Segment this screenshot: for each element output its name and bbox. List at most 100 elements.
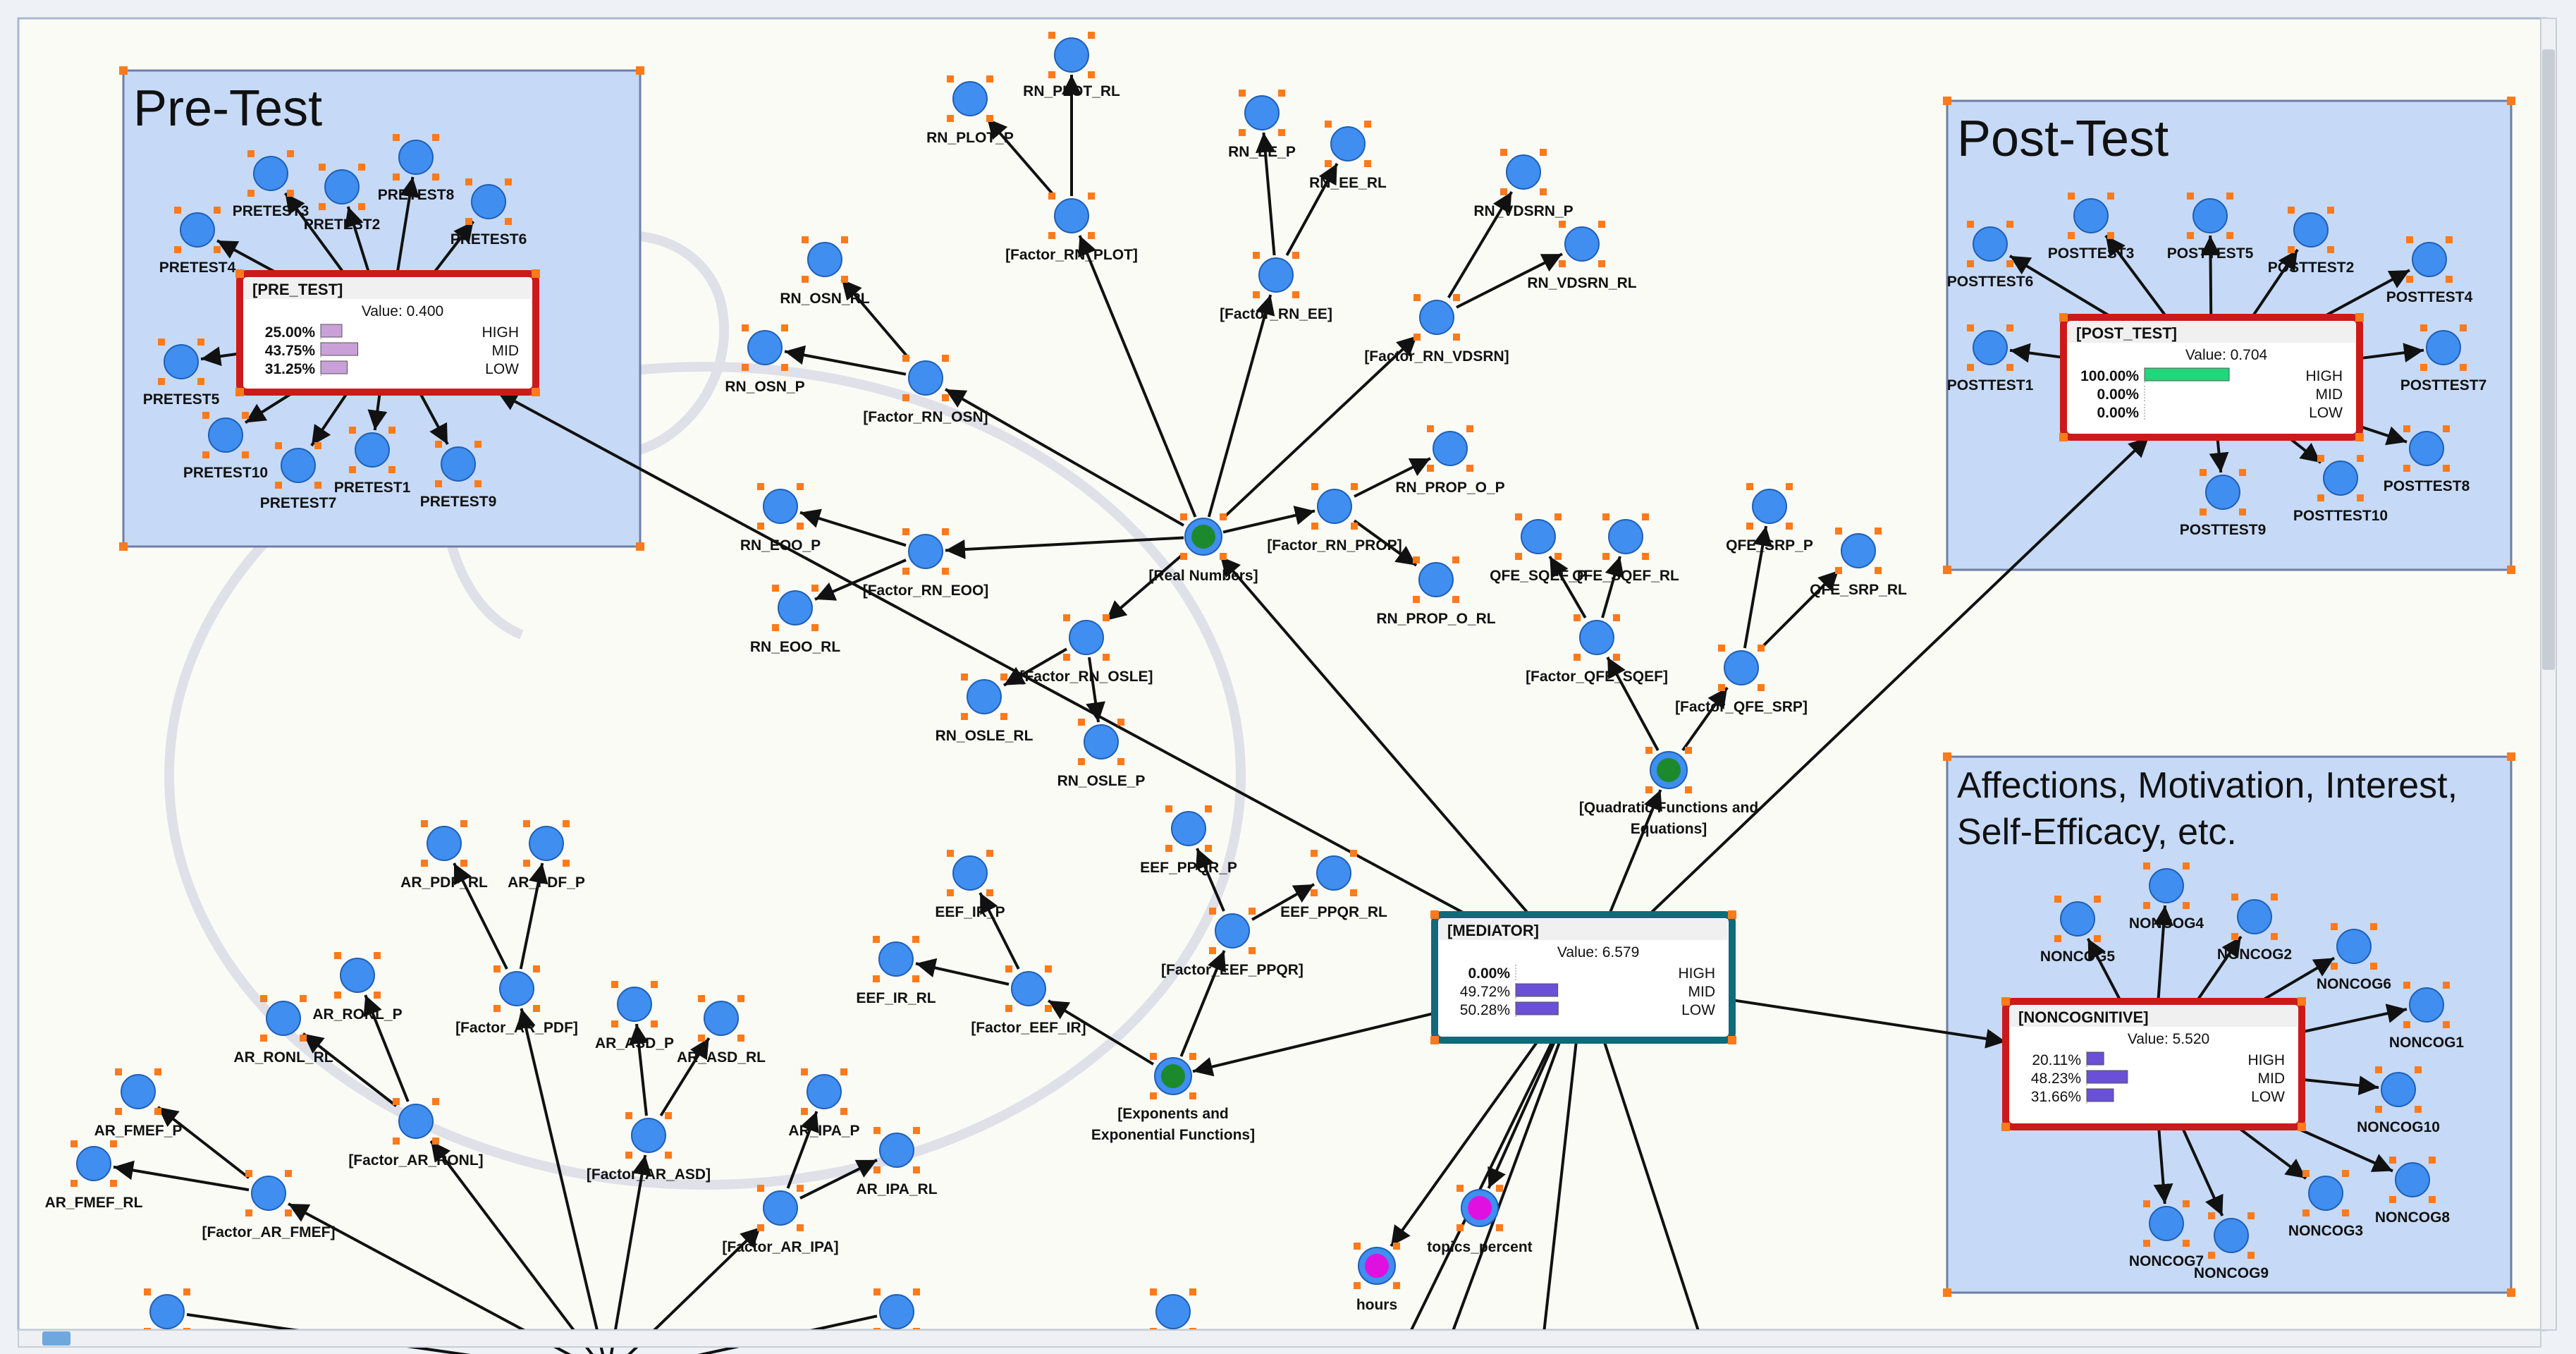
node-corner-handle[interactable] [1685,786,1692,793]
node-corner-handle[interactable] [432,1138,439,1145]
node-corner-handle[interactable] [1249,947,1256,954]
node-topics-percent[interactable]: topics_percent [1427,1185,1533,1255]
node-posttest9[interactable]: POSTTEST9 [2180,469,2267,538]
belief-box-corner-handle[interactable] [2001,1123,2010,1131]
edge-real-numbers-to-factor-rn-plot[interactable] [1078,235,1197,518]
node-corner-handle[interactable] [1515,553,1522,560]
blue-node-circle[interactable] [1608,519,1643,554]
edge-factor-ar-asd-to-ar-asd-p[interactable] [629,1023,649,1116]
edge-pre-test-to-pretest1[interactable] [367,391,388,431]
pretest-group-resize-handle[interactable] [119,66,128,75]
node-factor-rn-ee[interactable]: [Factor_RN_EE] [1220,252,1332,322]
node-corner-handle[interactable] [947,889,954,896]
blue-node-circle[interactable] [471,184,506,219]
node-corner-handle[interactable] [1393,1243,1400,1250]
node-factor-ar-asd[interactable]: [Factor_AR_ASD] [587,1112,711,1183]
node-corner-handle[interactable] [247,150,254,157]
node-eef-ir-rl[interactable]: EEF_IR_RL [856,936,936,1006]
noncog-group-resize-handle[interactable] [2507,1288,2515,1297]
edge-factor-eef-ir-to-eef-ir-rl[interactable] [915,958,1010,986]
edge-post-test-to-posttest4[interactable] [2322,269,2410,319]
node-corner-handle[interactable] [801,1108,808,1115]
node-corner-handle[interactable] [1311,889,1318,896]
node-corner-handle[interactable] [2208,1252,2215,1259]
node-corner-handle[interactable] [1351,523,1358,530]
node-corner-handle[interactable] [1209,908,1216,915]
node-posttest8[interactable]: POSTTEST8 [2384,425,2470,494]
node-corner-handle[interactable] [2460,324,2467,331]
node-corner-handle[interactable] [1413,334,1421,341]
blue-node-circle[interactable] [2214,1218,2249,1253]
node-pretest2[interactable]: PRETEST2 [304,164,381,233]
edge-pre-test-to-pretest3[interactable] [283,192,345,275]
blue-node-circle[interactable] [2426,330,2461,365]
node-corner-handle[interactable] [1598,260,1605,267]
edge-mediator-to-exponents[interactable] [1192,1011,1435,1077]
node-corner-handle[interactable] [1875,567,1882,574]
node-pretest8[interactable]: PRETEST8 [378,134,455,203]
edge-factor-rn-prop-to-rn-prop-o-p[interactable] [1354,457,1431,498]
node-corner-handle[interactable] [2187,193,2194,200]
node-corner-handle[interactable] [460,860,467,867]
edge-factor-ar-pdf-to-ar-pdf-p[interactable] [519,862,548,970]
node-corner-handle[interactable] [260,1035,267,1042]
node-corner-handle[interactable] [1967,324,1974,331]
node-corner-handle[interactable] [374,952,381,959]
node-corner-handle[interactable] [1239,90,1246,97]
node-corner-handle[interactable] [2342,1209,2349,1216]
node-qfe-srp-rl[interactable]: QFE_SRP_RL [1810,527,1907,598]
node-corner-handle[interactable] [1278,129,1285,136]
node-corner-handle[interactable] [1613,614,1620,621]
node-posttest4[interactable]: POSTTEST4 [2386,236,2473,305]
edge-post-test-to-posttest6[interactable] [2008,255,2113,319]
node-corner-handle[interactable] [2389,1196,2396,1203]
blue-node-circle[interactable] [878,941,914,977]
blue-node-circle[interactable] [763,489,798,524]
node-corner-handle[interactable] [1835,567,1842,574]
edge-post-test-to-posttest3[interactable] [2104,234,2169,319]
node-corner-handle[interactable] [245,1170,252,1177]
node-corner-handle[interactable] [1078,758,1085,765]
node-corner-handle[interactable] [1165,805,1172,812]
node-corner-handle[interactable] [986,115,993,122]
node-corner-handle[interactable] [912,975,919,982]
node-corner-handle[interactable] [1325,121,1332,128]
node-corner-handle[interactable] [802,276,809,283]
node-pretest10[interactable]: PRETEST10 [183,412,268,481]
blue-node-circle[interactable] [398,1104,434,1139]
blue-node-circle[interactable] [2073,198,2109,233]
node-corner-handle[interactable] [1220,513,1227,520]
node-bottom-c[interactable] [1150,1288,1196,1335]
node-corner-handle[interactable] [1278,90,1285,97]
node-corner-handle[interactable] [533,965,540,972]
node-corner-handle[interactable] [2143,862,2150,870]
edge-factor-ar-ipa-to-ar-ipa-p[interactable] [786,1111,819,1189]
node-corner-handle[interactable] [144,1288,151,1295]
node-corner-handle[interactable] [742,364,749,371]
node-corner-handle[interactable] [772,624,779,631]
edge-factor-rn-osle-to-rn-osle-rl[interactable] [1002,647,1068,687]
edge-factor-eef-ir-to-eef-ir-p[interactable] [979,892,1020,970]
node-corner-handle[interactable] [2226,193,2233,200]
edge-factor-rn-ee-to-rn-ee-p[interactable] [1255,132,1276,256]
belief-box-post-test[interactable]: [POST_TEST]Value: 0.704100.00%HIGH0.00%M… [2059,313,2364,441]
node-corner-handle[interactable] [432,173,439,181]
node-hours[interactable]: hours [1354,1243,1400,1313]
node-corner-handle[interactable] [2094,896,2101,903]
node-corner-handle[interactable] [902,568,909,575]
edge-noncognitive-to-noncog9[interactable] [2181,1126,2224,1216]
node-corner-handle[interactable] [260,995,267,1002]
node-corner-handle[interactable] [1540,188,1547,195]
node-corner-handle[interactable] [202,412,209,419]
edge-quadratic-to-factor-qfe-sqef[interactable] [1606,657,1660,751]
blue-node-circle[interactable] [1433,431,1468,466]
node-corner-handle[interactable] [873,1288,881,1295]
node-corner-handle[interactable] [314,442,321,449]
blue-node-circle[interactable] [2192,198,2228,233]
blue-node-circle[interactable] [253,156,288,191]
blue-node-circle[interactable] [427,826,462,861]
node-corner-handle[interactable] [2187,232,2194,239]
edge-factor-rn-vdsrn-to-rn-vdsrn-rl[interactable] [1456,252,1563,309]
edge-post-test-to-posttest2[interactable] [2250,248,2299,319]
